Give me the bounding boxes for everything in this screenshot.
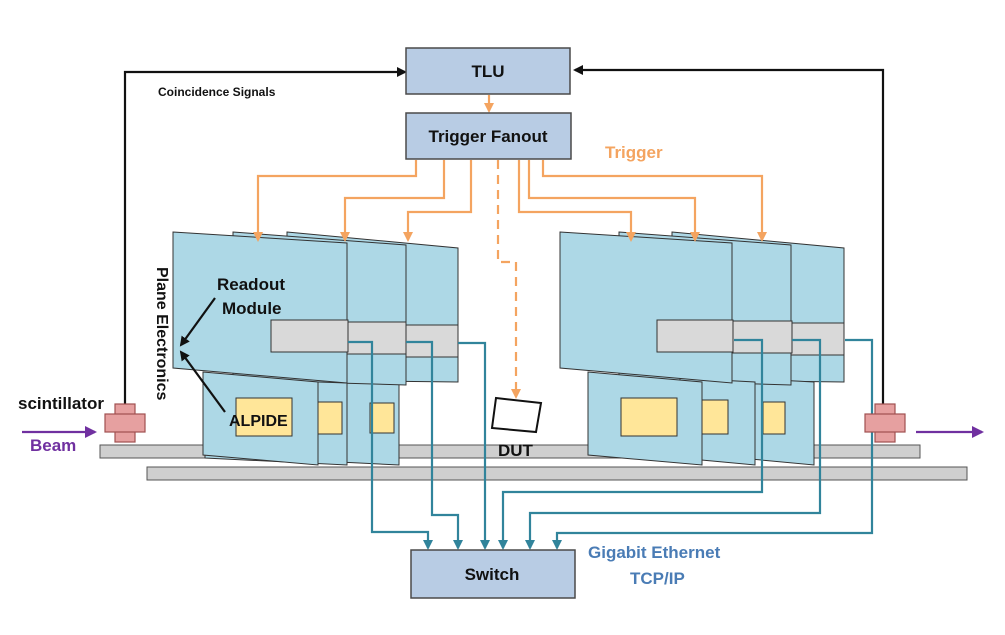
scintillator-label: scintillator <box>18 394 104 413</box>
gigabit-ethernet-label: Gigabit Ethernet <box>588 543 721 562</box>
alpide-label: ALPIDE <box>229 413 288 430</box>
dut-icon <box>490 396 543 434</box>
coincidence-lines <box>123 65 885 405</box>
trigger-fanout-box: Trigger Fanout <box>405 112 572 160</box>
right-plane-1 <box>559 231 734 466</box>
plane-electronics-label: Plane Electronics <box>153 267 170 400</box>
trigger-lines <box>253 95 767 399</box>
coincidence-signals-label: Coincidence Signals <box>158 85 276 99</box>
switch-label: Switch <box>465 565 520 584</box>
scintillator-right-icon <box>864 403 906 443</box>
readout-module-label-line2: Module <box>222 299 282 318</box>
trigger-label: Trigger <box>605 143 663 162</box>
beam-label: Beam <box>30 436 76 455</box>
readout-module-label-line1: Readout <box>217 275 285 294</box>
ethernet-lines <box>348 338 874 550</box>
trigger-fanout-label: Trigger Fanout <box>429 127 548 146</box>
readout-pointer-arrows <box>179 297 226 413</box>
tcp-ip-label: TCP/IP <box>630 569 685 588</box>
dut-label: DUT <box>498 441 534 460</box>
scintillator-left-icon <box>104 403 146 443</box>
tlu-label: TLU <box>471 62 504 81</box>
switch-box: Switch <box>410 549 576 599</box>
left-plane-1 <box>172 231 349 466</box>
tlu-box: TLU <box>405 47 571 95</box>
back-rail <box>146 466 968 481</box>
